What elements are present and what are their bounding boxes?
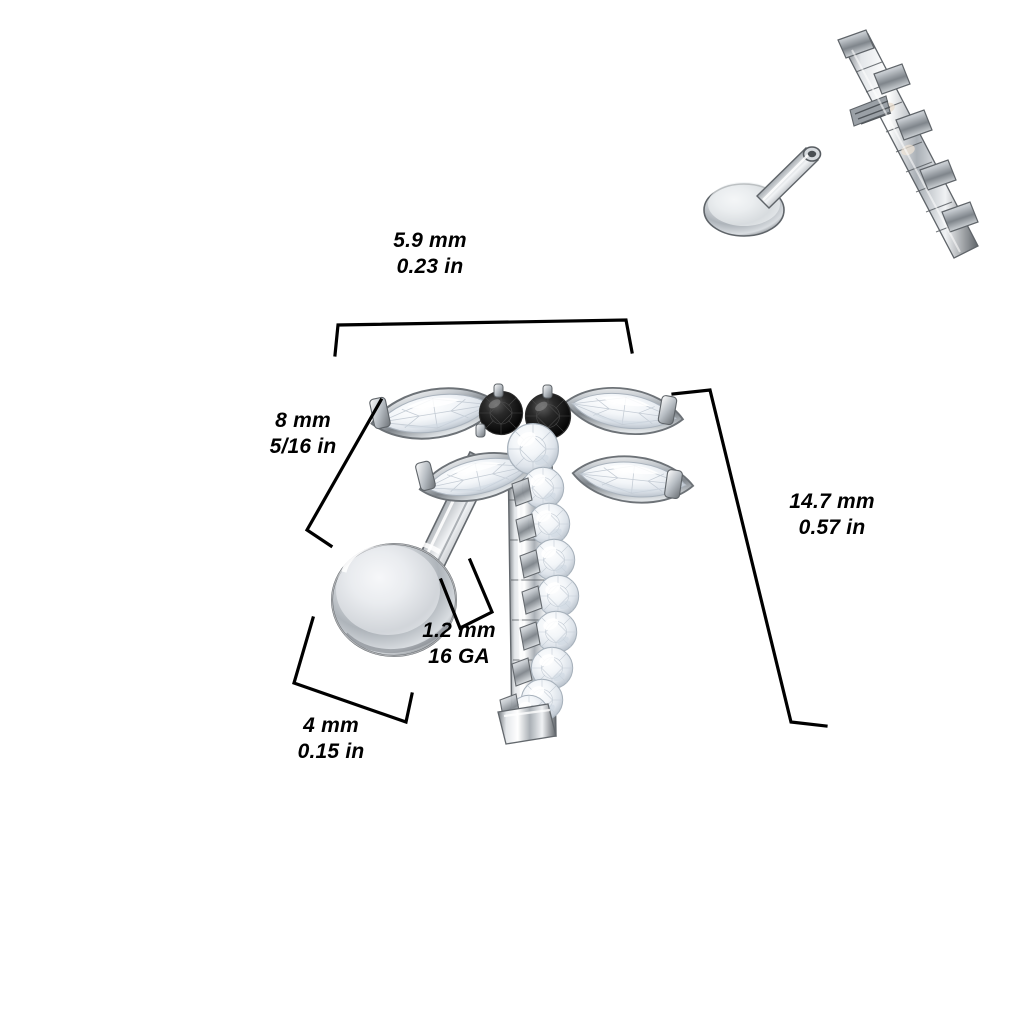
dimension-value-inch: 16 GA [428, 644, 490, 668]
dimension-value-mm: 14.7 mm [789, 490, 875, 513]
tail-stone-5 [534, 610, 578, 654]
body-stone-center [506, 422, 560, 476]
inset-dragonfly-edge-view [837, 29, 979, 259]
tail-stone-3 [532, 538, 576, 582]
dimension-value-mm: 8 mm [275, 409, 331, 432]
dimension-value-inch: 0.23 in [396, 254, 464, 278]
dimension-value-mm: 1.2 mm [422, 619, 496, 642]
tail-tip [497, 703, 557, 745]
tail-bezels [499, 477, 543, 723]
dimension-value-inch: 5/16 in [269, 434, 337, 458]
dimension-value-mm: 4 mm [303, 714, 359, 737]
tail-stone-2 [527, 502, 571, 546]
dimension-value-inch: 0.57 in [798, 515, 866, 539]
dimension-label-wing-length: 8 mm 5/16 in [270, 408, 337, 459]
dimension-value-inch: 0.15 in [297, 739, 365, 763]
dimension-label-post-gauge: 1.2 mm 16 GA [422, 618, 496, 669]
tail-stone-4 [536, 574, 580, 618]
inset-disassembled-view [703, 29, 979, 259]
inset-labret-post [703, 146, 822, 237]
eye-left [478, 390, 524, 436]
dimension-label-total-length: 14.7 mm 0.57 in [789, 489, 874, 540]
dimension-label-disc-diameter: 4 mm 0.15 in [298, 713, 365, 764]
dimension-label-top-width: 5.9 mm 0.23 in [393, 228, 467, 279]
main-dragonfly-stud [331, 378, 697, 745]
dimension-value-mm: 5.9 mm [393, 229, 467, 252]
eye-prongs [475, 383, 553, 438]
